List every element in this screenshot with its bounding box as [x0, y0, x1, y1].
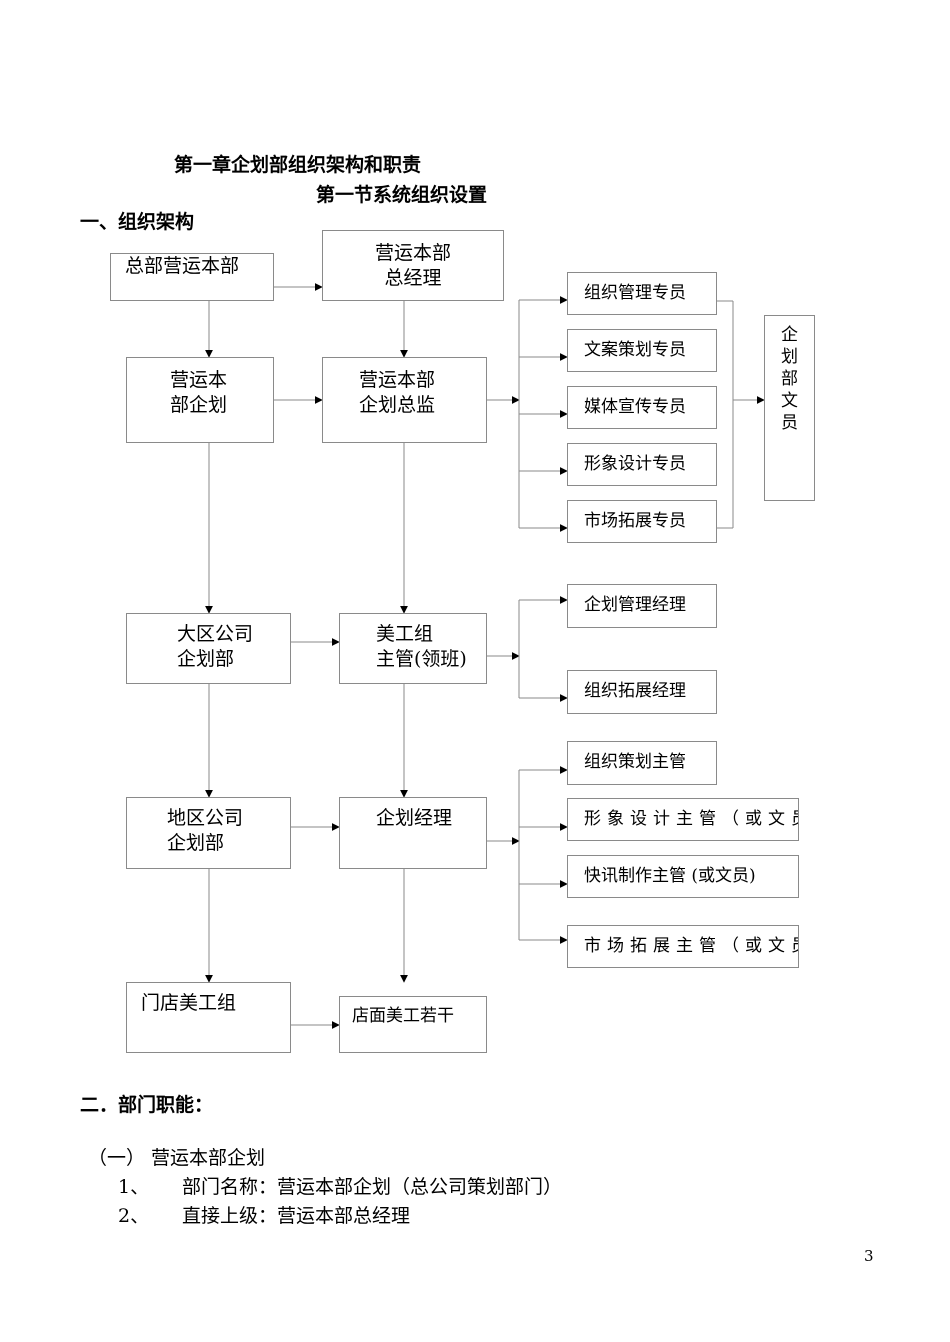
box-specialist-media: 媒体宣传专员: [567, 386, 717, 429]
box-org-expansion-manager: 组织拓展经理: [567, 670, 717, 714]
box-specialist-copywriting: 文案策划专员: [567, 329, 717, 372]
box-store-artists: 店面美工若干: [339, 996, 487, 1053]
box-art-group-lead: 美工组 主管(领班): [339, 613, 487, 684]
box-specialist-org-mgmt: 组织管理专员: [567, 272, 717, 315]
part2-heading: 二．部门职能：: [80, 1094, 214, 1116]
box-org-planning-supervisor: 组织策划主管: [567, 741, 717, 785]
box-specialist-market-expansion: 市场拓展专员: [567, 500, 717, 543]
box-specialist-image-design: 形象设计专员: [567, 443, 717, 486]
box-region-company-planning: 大区公司 企划部: [126, 613, 291, 684]
box-planning-mgmt-manager: 企划管理经理: [567, 584, 717, 628]
box-planning-manager: 企划经理: [339, 797, 487, 869]
box-ops-planning: 营运本 部企划: [126, 357, 274, 443]
box-bulletin-supervisor: 快讯制作主管 (或文员): [567, 855, 799, 898]
box-planning-clerk: 企 划 部 文 员: [764, 315, 815, 501]
section-title: 第一节系统组织设置: [316, 184, 488, 206]
list-item-text: 部门名称：营运本部企划（总公司策划部门）: [182, 1176, 563, 1198]
list-item-number: 2、: [118, 1205, 150, 1227]
box-ops-gm: 营运本部 总经理: [322, 230, 504, 301]
part1-heading: 一、组织架构: [80, 211, 195, 233]
box-image-design-supervisor: 形象设计主管（或文员）: [567, 798, 799, 841]
subsection-heading: （一） 营运本部企划: [88, 1147, 266, 1169]
box-ops-planning-director: 营运本部 企划总监: [322, 357, 487, 443]
box-market-expansion-supervisor: 市场拓展主管（或文员）: [567, 925, 799, 968]
chapter-title: 第一章企划部组织架构和职责: [174, 154, 422, 176]
page-number: 3: [864, 1247, 874, 1265]
box-hq-operations: 总部营运本部: [110, 253, 274, 301]
list-item-number: 1、: [118, 1176, 150, 1198]
box-district-company-planning: 地区公司 企划部: [126, 797, 291, 869]
list-item-text: 直接上级：营运本部总经理: [182, 1205, 411, 1227]
box-store-art-group: 门店美工组: [126, 982, 291, 1053]
